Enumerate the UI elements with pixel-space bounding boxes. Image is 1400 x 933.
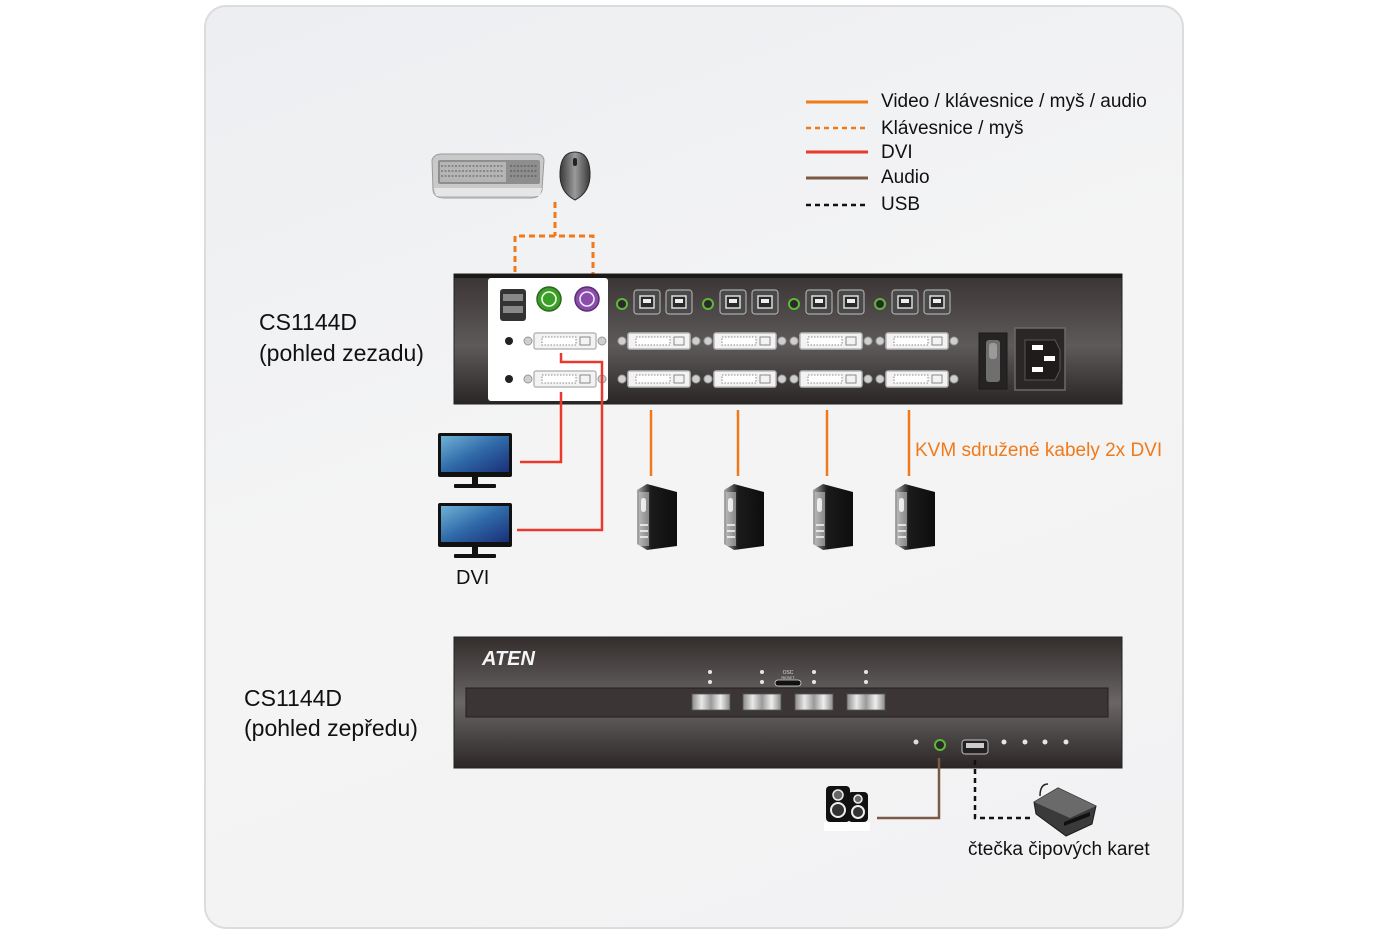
legend-label: DVI: [881, 142, 913, 163]
monitor-icon: [438, 503, 512, 558]
speakers-icon: [824, 786, 870, 831]
led: [760, 680, 764, 684]
audio-jack-icon: [788, 298, 800, 310]
status-led: [1022, 739, 1028, 745]
dvi-port-icon: [617, 370, 701, 388]
computers: [637, 484, 935, 550]
aten-logo: ATEN: [481, 648, 536, 670]
audio-out-jack-icon: [934, 739, 946, 751]
computer-icon: [637, 484, 677, 550]
console-dvi-port-icon: [505, 370, 607, 388]
computer-icon: [895, 484, 935, 550]
dvi-port-icon: [703, 332, 787, 350]
kbd-mouse-cable: [513, 202, 595, 282]
front-model-label: CS1144D: [244, 685, 342, 711]
osc-label: OSC: [783, 670, 794, 676]
status-led: [913, 739, 919, 745]
dvi-port-icon: [789, 332, 873, 350]
legend-item-video-kbd-mouse-audio: Video / klávesnice / myš / audio: [806, 91, 1147, 112]
kvm-cable-label: KVM sdružené kabely 2x DVI: [915, 440, 1162, 461]
front-panel: ATEN OSC RESET: [453, 636, 1123, 769]
audio-jack-icon: [616, 298, 628, 310]
port-button[interactable]: [794, 693, 834, 711]
status-led: [1001, 739, 1007, 745]
mouse-icon: [559, 151, 591, 201]
legend-label: Klávesnice / myš: [881, 118, 1024, 139]
usb-card-reader-port-icon: [961, 739, 989, 755]
monitor-icon: [438, 433, 512, 488]
led: [708, 670, 712, 674]
audio-jack-icon: [874, 298, 886, 310]
rear-panel: [453, 273, 1123, 405]
led: [708, 680, 712, 684]
status-led: [1042, 739, 1048, 745]
dvi-port-icon: [617, 332, 701, 350]
card-reader-icon: [1033, 783, 1097, 837]
osc-reset-indicator: OSC RESET: [774, 670, 802, 687]
usb-a-port-icon: [500, 289, 526, 321]
legend-label: USB: [881, 194, 920, 215]
dvi-cables: [517, 353, 604, 532]
rear-model-label: CS1144D: [259, 309, 357, 335]
port-selection-buttons: [691, 693, 886, 711]
diagram-card: [204, 5, 1184, 929]
usb-b-port-icon: [837, 289, 865, 315]
legend-label: Video / klávesnice / myš / audio: [881, 91, 1147, 112]
rear-view-label: (pohled zezadu): [259, 340, 424, 366]
usb-b-port-icon: [923, 289, 951, 315]
front-view-label: (pohled zepředu): [244, 715, 418, 741]
led: [864, 670, 868, 674]
computer-icon: [724, 484, 764, 550]
power-switch-icon[interactable]: [978, 332, 1008, 390]
port-leds: [708, 670, 868, 684]
port-button[interactable]: [846, 693, 886, 711]
reset-label: RESET: [781, 675, 795, 680]
usb-b-port-icon: [805, 289, 833, 315]
dvi-port-icon: [789, 370, 873, 388]
usb-b-port-icon: [665, 289, 693, 315]
legend: Video / klávesnice / myš / audio Klávesn…: [806, 91, 1147, 215]
legend-label: Audio: [881, 167, 930, 188]
usb-b-port-icon: [719, 289, 747, 315]
port-button[interactable]: [691, 693, 731, 711]
usb-b-port-icon: [751, 289, 779, 315]
usb-b-port-icon: [891, 289, 919, 315]
legend-item-usb: USB: [806, 194, 920, 215]
led: [760, 670, 764, 674]
keyboard-icon: [431, 153, 545, 199]
legend-item-dvi: DVI: [806, 142, 913, 163]
dvi-port-icon: [703, 370, 787, 388]
dvi-port-icon: [875, 332, 959, 350]
monitors-dvi-label: DVI: [456, 567, 489, 589]
audio-jack-icon: [702, 298, 714, 310]
usb-cable: [973, 760, 1030, 820]
dvi-port-icon: [875, 370, 959, 388]
legend-item-audio: Audio: [806, 167, 930, 188]
led: [812, 670, 816, 674]
computer-icon: [813, 484, 853, 550]
led: [864, 680, 868, 684]
led: [812, 680, 816, 684]
legend-item-kbd-mouse: Klávesnice / myš: [806, 118, 1024, 139]
port-button[interactable]: [742, 693, 782, 711]
status-led: [1063, 739, 1069, 745]
card-reader-label: čtečka čipových karet: [968, 839, 1150, 860]
ps2-mouse-port-icon: [574, 286, 600, 312]
usb-b-port-icon: [633, 289, 661, 315]
status-leds: [1001, 739, 1069, 745]
power-socket-icon: [1014, 327, 1066, 391]
kvm-cables: [649, 410, 911, 476]
ps2-keyboard-port-icon: [536, 286, 562, 312]
audio-cable: [877, 758, 941, 820]
console-dvi-port-icon: [505, 332, 607, 350]
